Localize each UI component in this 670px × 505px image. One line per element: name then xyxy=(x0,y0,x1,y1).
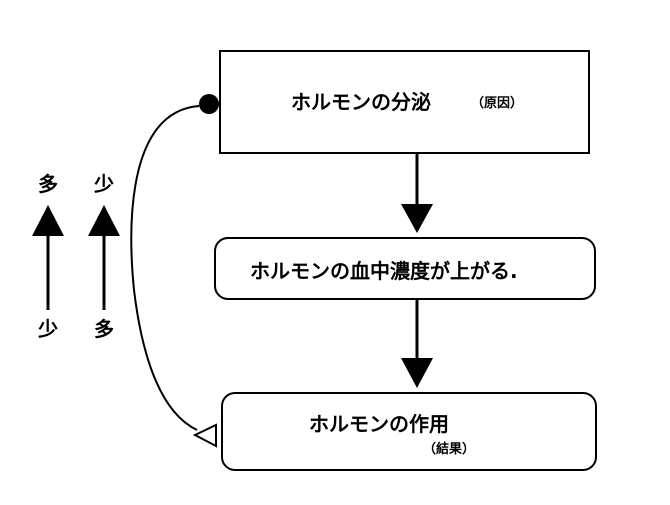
feedback-curve xyxy=(130,105,200,431)
arrow-level-to-action-head xyxy=(401,358,433,388)
secretion-label: ホルモンの分泌 xyxy=(291,90,431,114)
action-sublabel: （結果） xyxy=(423,442,476,457)
box-blood-concentration: ホルモンの血中濃度が上がる. xyxy=(214,237,596,300)
feedback-origin-dot xyxy=(199,94,219,114)
box-hormone-secretion: ホルモンの分泌 （原因） xyxy=(219,50,590,154)
indicator-arrow-2-head xyxy=(88,205,120,236)
arrow-secretion-to-level-head xyxy=(401,204,433,233)
indicator-2-top-label: 少 xyxy=(94,172,114,196)
box-hormone-action: ホルモンの作用 （結果） xyxy=(221,392,597,471)
indicator-1-bottom-label: 少 xyxy=(38,317,58,341)
indicator-1-top-label: 多 xyxy=(38,172,58,196)
action-label: ホルモンの作用 xyxy=(309,412,449,436)
indicator-arrow-1-head xyxy=(32,205,64,236)
feedback-open-arrowhead xyxy=(192,423,217,448)
concentration-label: ホルモンの血中濃度が上がる. xyxy=(250,259,518,283)
indicator-2-bottom-label: 多 xyxy=(94,317,114,341)
secretion-sublabel: （原因） xyxy=(471,96,524,111)
